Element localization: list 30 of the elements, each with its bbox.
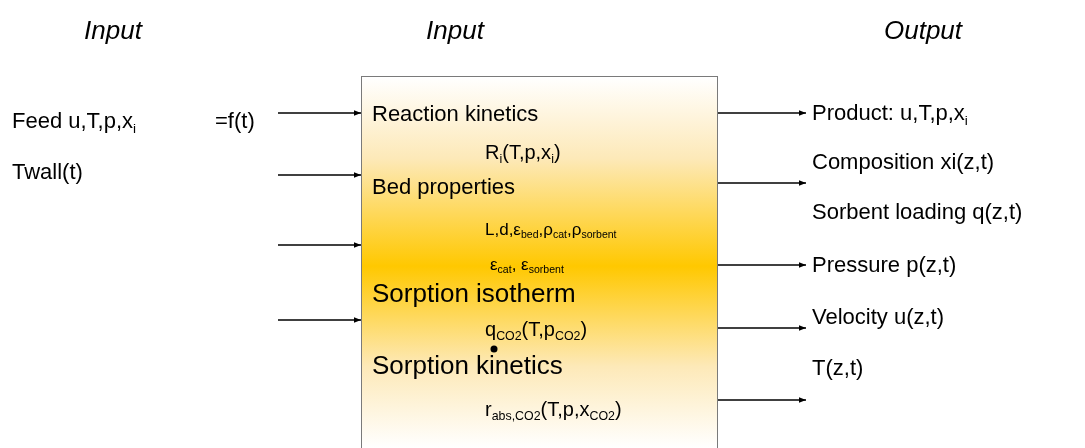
column-heading: Input bbox=[426, 17, 484, 43]
model-text: Bed properties bbox=[372, 176, 516, 198]
variable-label: =f(t) bbox=[215, 110, 255, 132]
variable-label: Feed u,T,p,x$_{i}$ bbox=[12, 110, 137, 132]
arrow bbox=[277, 317, 362, 323]
model-text: Sorption isotherm bbox=[372, 280, 576, 306]
model-text: Reaction kinetics bbox=[372, 103, 539, 125]
model-text: ε$_{cat}$, ε$_{sorbent}$ bbox=[490, 255, 564, 273]
model-text: L,d,ε$_{bed}$,ρ$_{cat}$,ρ$_{sorbent}$ bbox=[485, 220, 617, 238]
arrow bbox=[277, 172, 362, 178]
output-variable: Composition xi(z,t) bbox=[806, 151, 995, 173]
model-text: q$_{CO2}$(T,p$_{CO2}$) bbox=[485, 319, 588, 339]
arrow bbox=[717, 325, 807, 331]
arrow bbox=[277, 110, 362, 116]
output-variable: Pressure p(z,t) bbox=[806, 254, 957, 276]
variable-label: Twall(t) bbox=[12, 161, 83, 183]
arrow bbox=[717, 110, 807, 116]
arrow bbox=[277, 242, 362, 248]
arrow bbox=[717, 397, 807, 403]
arrow bbox=[717, 262, 807, 268]
output-variable: Velocity u(z,t) bbox=[806, 306, 945, 328]
column-heading: Output bbox=[883, 17, 963, 43]
output-variable: Sorbent loading q(z,t) bbox=[806, 201, 1023, 223]
output-variable: Product: u,T,p,x$_{i}$ bbox=[806, 102, 968, 124]
column-heading: Input bbox=[84, 17, 142, 43]
model-text: Sorption kinetics bbox=[372, 352, 563, 378]
arrow bbox=[717, 180, 807, 186]
output-variable: T(z,t) bbox=[806, 357, 864, 379]
model-box bbox=[361, 76, 718, 448]
model-text: R$_{i}$(T,p,x$_{i}$) bbox=[485, 142, 561, 162]
